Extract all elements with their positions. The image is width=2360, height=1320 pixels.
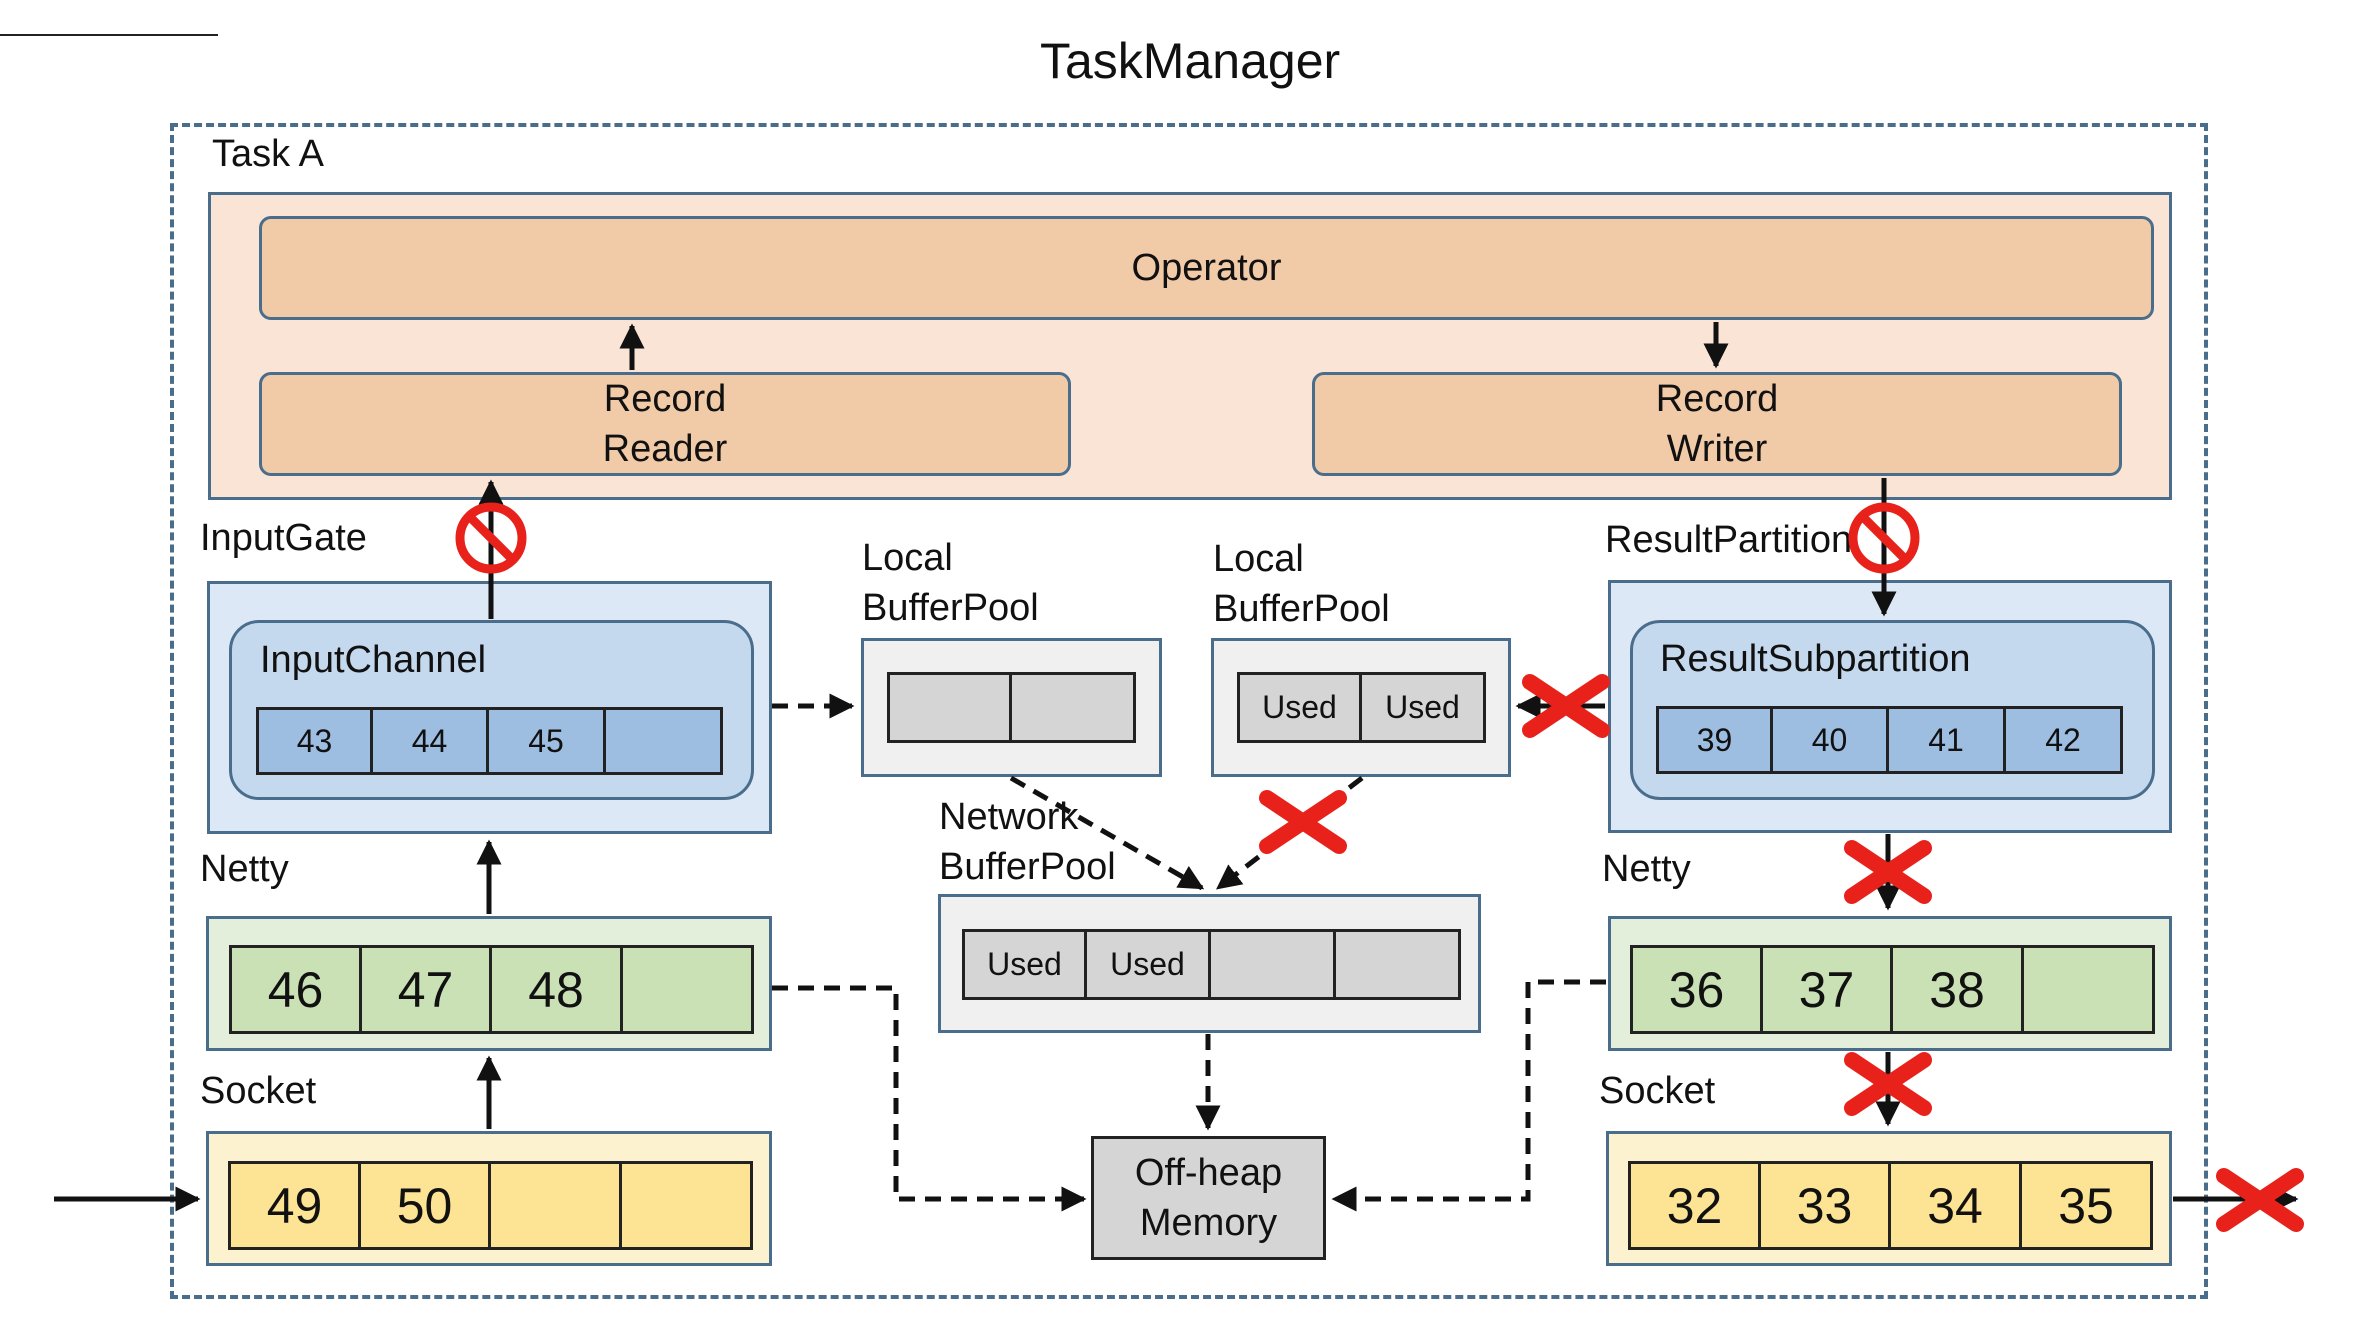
top-left-rule (0, 34, 218, 36)
buffer-cell: 40 (1773, 706, 1889, 774)
buffer-cell: Used (962, 929, 1087, 1000)
buffer-cell: 43 (256, 707, 373, 775)
buffer-cell (623, 945, 754, 1034)
result-partition-label: ResultPartition (1605, 519, 1853, 561)
task-a-label: Task A (212, 133, 324, 175)
socket-left-label: Socket (200, 1070, 317, 1112)
buffer-cell (622, 1161, 753, 1250)
netty-right-label: Netty (1602, 848, 1691, 890)
input-channel-buffers: 43 44 45 (256, 707, 723, 775)
netty-left-label: Netty (200, 848, 289, 890)
result-subpartition-label: ResultSubpartition (1660, 638, 1971, 680)
buffer-cell (491, 1161, 622, 1250)
input-channel-label: InputChannel (260, 639, 487, 681)
buffer-cell: 39 (1656, 706, 1773, 774)
buffer-cell (606, 707, 723, 775)
dashed-netty-right-to-offheap (1331, 979, 1606, 1212)
buffer-cell (1211, 929, 1336, 1000)
buffer-cell: 45 (489, 707, 606, 775)
buffer-cell (2024, 945, 2155, 1034)
record-reader-box: Record Reader (259, 372, 1071, 476)
buffer-cell: 42 (2006, 706, 2123, 774)
buffer-cell (887, 672, 1012, 743)
dashed-localpool-left-to-network (1009, 775, 1205, 891)
offheap-line1: Off-heap (1134, 1152, 1283, 1194)
buffer-cell (1012, 672, 1136, 743)
local-buffer-pool-right-line1: Local (1213, 538, 1304, 580)
buffer-cell: Used (1362, 672, 1486, 743)
record-writer-line1: Record (1655, 378, 1779, 420)
buffer-cell: 36 (1630, 945, 1763, 1034)
local-buffer-pool-right-buffers: Used Used (1237, 672, 1486, 743)
network-buffer-pool-line1: Network (939, 796, 1079, 838)
socket-left-buffers: 49 50 (228, 1161, 753, 1250)
buffer-cell: 33 (1761, 1161, 1891, 1250)
record-writer-line2: Writer (1666, 428, 1768, 470)
blocked-no-entry-icon (1848, 502, 1920, 574)
buffer-cell: 41 (1889, 706, 2006, 774)
record-writer-box: Record Writer (1312, 372, 2122, 476)
local-buffer-pool-left-line2: BufferPool (862, 587, 1039, 629)
record-reader-line2: Reader (602, 428, 728, 470)
local-buffer-pool-left-line1: Local (862, 537, 953, 579)
local-buffer-pool-right-line2: BufferPool (1213, 588, 1390, 630)
buffer-cell: 37 (1763, 945, 1893, 1034)
buffer-cell (1336, 929, 1461, 1000)
buffer-cell: 46 (229, 945, 362, 1034)
task-a-frame (170, 123, 2208, 1299)
buffer-cell: 35 (2022, 1161, 2153, 1250)
buffer-cell: 38 (1893, 945, 2024, 1034)
offheap-memory-box: Off-heap Memory (1091, 1136, 1326, 1260)
buffer-cell: Used (1237, 672, 1362, 743)
local-buffer-pool-left-buffers (887, 672, 1136, 743)
netty-left-buffers: 46 47 48 (229, 945, 754, 1034)
input-gate-label: InputGate (200, 517, 367, 559)
buffer-cell: 49 (228, 1161, 361, 1250)
dashed-netty-left-to-offheap (772, 985, 1087, 1212)
buffer-cell: Used (1087, 929, 1211, 1000)
buffer-cell: 48 (492, 945, 623, 1034)
page-title: TaskManager (1040, 33, 1341, 89)
buffer-cell: 44 (373, 707, 489, 775)
blocked-no-entry-icon (455, 502, 527, 574)
buffer-cell: 34 (1891, 1161, 2022, 1250)
buffer-cell: 47 (362, 945, 492, 1034)
network-buffer-pool-line2: BufferPool (939, 846, 1116, 888)
record-reader-line1: Record (603, 378, 727, 420)
blocked-x-icon (2216, 1168, 2304, 1232)
socket-right-label: Socket (1599, 1070, 1716, 1112)
result-subpartition-buffers: 39 40 41 42 (1656, 706, 2123, 774)
blocked-x-icon (1844, 840, 1932, 904)
operator-box: Operator (259, 216, 2154, 320)
operator-label: Operator (1131, 246, 1282, 289)
buffer-cell: 50 (361, 1161, 491, 1250)
buffer-cell: 32 (1628, 1161, 1761, 1250)
offheap-line2: Memory (1139, 1202, 1278, 1244)
blocked-x-icon (1522, 674, 1610, 738)
socket-right-buffers: 32 33 34 35 (1628, 1161, 2153, 1250)
blocked-x-icon (1259, 790, 1347, 854)
blocked-x-icon (1844, 1052, 1932, 1116)
netty-right-buffers: 36 37 38 (1630, 945, 2155, 1034)
network-buffer-pool-buffers: Used Used (962, 929, 1461, 1000)
